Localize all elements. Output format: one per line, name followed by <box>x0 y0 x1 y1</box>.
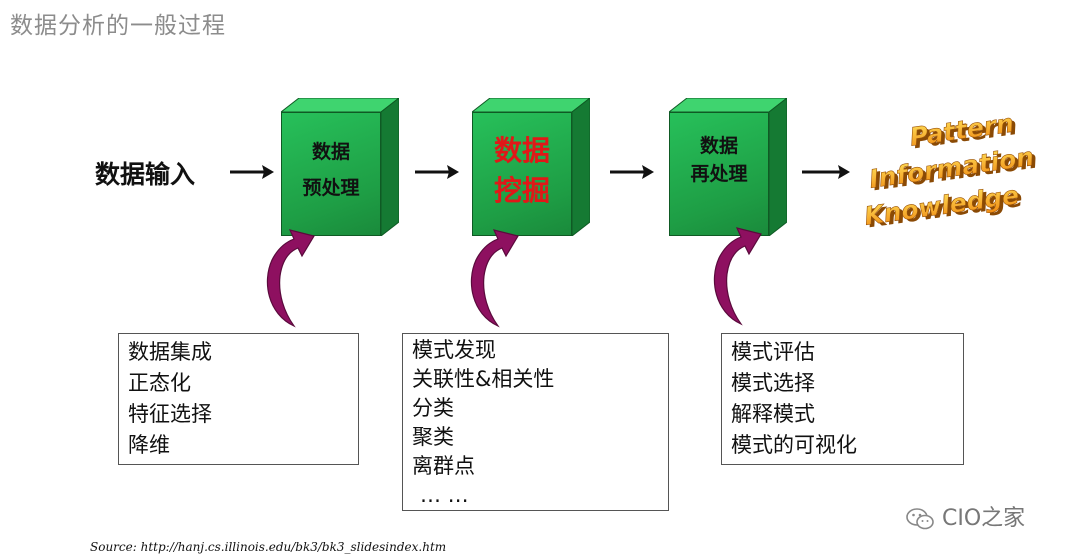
list-item: 模式选择 <box>731 371 815 395</box>
source-citation: Source: http://hanj.cs.illinois.edu/bk3/… <box>90 540 447 554</box>
list-item: 离群点 <box>412 454 475 478</box>
wechat-icon <box>906 508 934 530</box>
arrow-mining-to-postprocess <box>610 165 654 179</box>
preprocess-tasks-box: 数据集成 正态化 特征选择 降维 <box>118 333 359 465</box>
list-item: 解释模式 <box>731 402 815 426</box>
feedback-curl-arrow-3 <box>713 227 762 326</box>
feedback-curl-arrow-1 <box>266 229 315 328</box>
list-item: … … <box>420 483 469 507</box>
mining-tasks-box: 模式发现 关联性&相关性 分类 聚类 离群点 … … <box>402 333 669 511</box>
mining-line1: 数据 <box>493 134 550 167</box>
mining-block: 数据 挖掘 <box>472 98 590 238</box>
postprocess-line2: 再处理 <box>690 163 748 185</box>
input-label: 数据输入 <box>95 160 196 189</box>
list-item: 模式的可视化 <box>731 433 857 457</box>
list-item: 特征选择 <box>128 402 212 426</box>
postprocess-block: 数据 再处理 <box>669 98 787 238</box>
watermark-text: CIO之家 <box>942 506 1026 531</box>
output-knowledge-graphic: Pattern Pattern Information Information … <box>862 112 1039 233</box>
arrow-postprocess-to-output <box>802 165 850 179</box>
list-item: 正态化 <box>128 371 191 395</box>
mining-line2: 挖掘 <box>493 174 550 207</box>
list-item: 模式发现 <box>412 338 496 362</box>
feedback-curl-arrow-2 <box>470 229 519 328</box>
list-item: 模式评估 <box>731 340 815 364</box>
list-item: 聚类 <box>412 425 454 449</box>
postprocess-line1: 数据 <box>699 135 738 157</box>
preprocess-line1: 数据 <box>311 141 350 163</box>
arrow-preprocess-to-mining <box>415 165 459 179</box>
list-item: 关联性&相关性 <box>412 367 555 391</box>
list-item: 数据集成 <box>128 340 212 364</box>
list-item: 降维 <box>128 433 170 457</box>
list-item: 分类 <box>412 396 454 420</box>
preprocess-block: 数据 预处理 <box>281 98 399 238</box>
watermark: CIO之家 <box>905 500 1025 532</box>
preprocess-line2: 预处理 <box>302 177 360 199</box>
arrow-input-to-preprocess <box>230 165 274 179</box>
page-title: 数据分析的一般过程 <box>10 13 226 39</box>
postprocess-tasks-box: 模式评估 模式选择 解释模式 模式的可视化 <box>721 333 964 465</box>
